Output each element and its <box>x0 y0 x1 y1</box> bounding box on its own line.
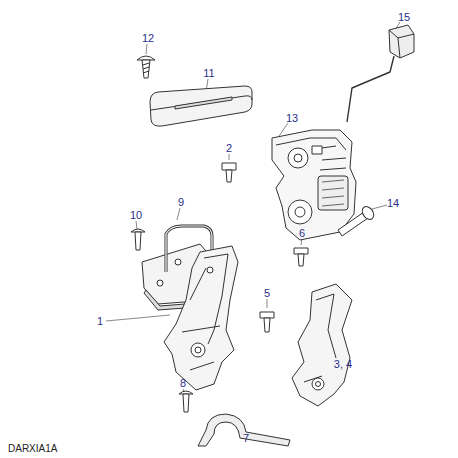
callout-number: 1 <box>97 316 103 327</box>
callout-number: 13 <box>286 113 298 124</box>
callout-number: 2 <box>226 143 232 154</box>
callout-number: 14 <box>387 198 399 209</box>
drawing-code: DARXIA1A <box>8 444 57 454</box>
callout-number: 5 <box>264 288 270 299</box>
callout-number: 15 <box>398 12 410 23</box>
callout-number: 12 <box>142 33 154 44</box>
callout-number: 3, 4 <box>334 359 352 370</box>
callout-number: 11 <box>203 68 214 79</box>
callout-number: 10 <box>130 210 142 221</box>
callout-number: 8 <box>180 378 186 389</box>
callout-number: 6 <box>299 228 305 239</box>
callout-number: 9 <box>178 197 184 208</box>
callout-number: 7 <box>243 433 249 444</box>
